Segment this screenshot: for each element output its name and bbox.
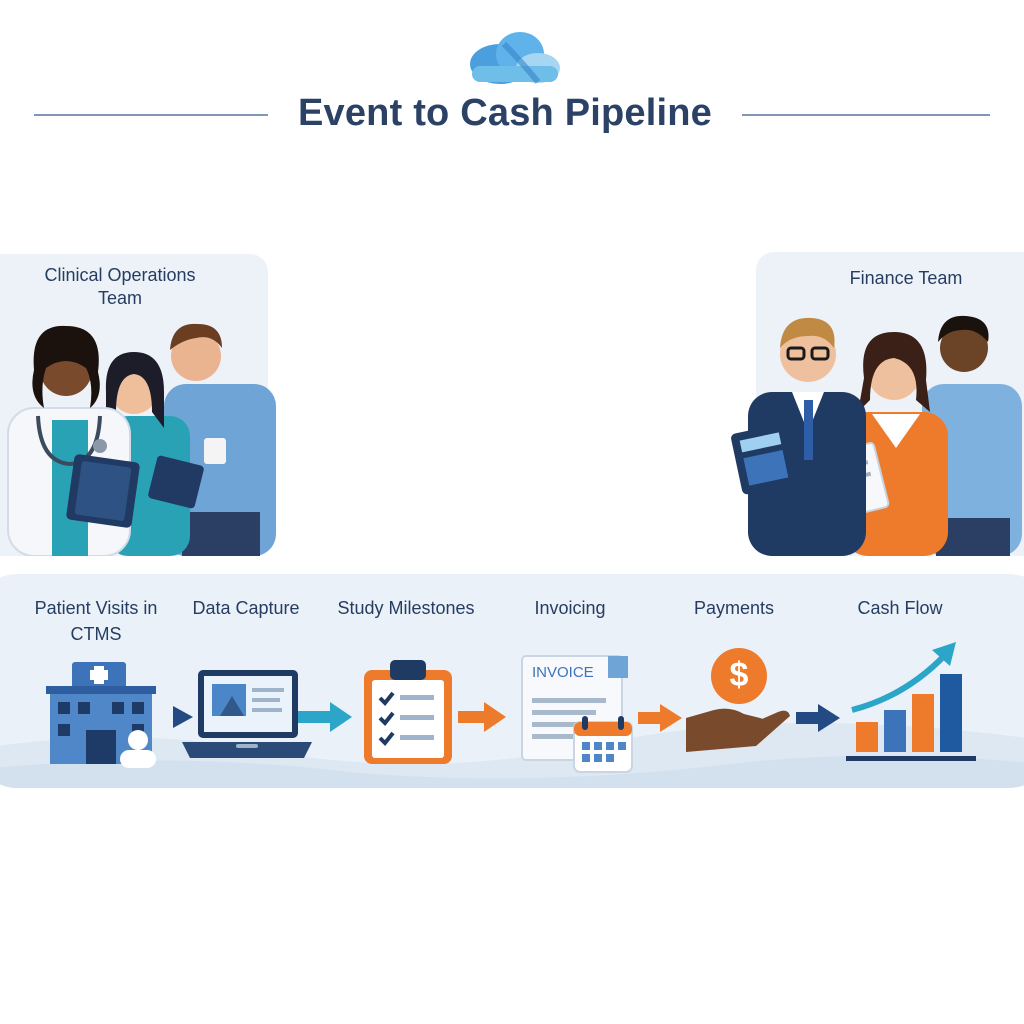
growth-chart-icon	[846, 642, 976, 761]
stage-label-payments: Payments	[693, 598, 775, 618]
flow-arrow-1	[173, 706, 193, 728]
title-rule-right	[742, 114, 990, 116]
finance-team-illustration	[731, 315, 1022, 556]
flow-arrow-2	[298, 702, 352, 732]
pipeline-band	[0, 574, 1024, 788]
stage-label-cash-flow: Cash Flow	[857, 598, 943, 618]
flow-arrow-3	[458, 702, 506, 732]
stage-label-invoicing: Invoicing	[534, 598, 606, 618]
clinical-team-illustration	[7, 323, 276, 556]
laptop-icon	[182, 670, 312, 758]
stage-label-data-capture: Data Capture	[192, 598, 300, 618]
clinical-team-label: Clinical Operations Team	[44, 265, 196, 308]
hospital-icon	[46, 662, 156, 768]
invoice-document-title: INVOICE	[532, 664, 594, 681]
stage-label-study-milestones: Study Milestones	[337, 598, 475, 618]
coin-dollar-sign: $	[729, 656, 749, 694]
hand-dollar-icon: $	[684, 648, 794, 754]
flow-arrow-4	[638, 704, 682, 732]
clipboard-checklist-icon	[364, 660, 452, 764]
finance-team-label: Finance Team	[849, 268, 963, 288]
title-rule-left	[34, 114, 268, 116]
stage-label-patient-visits: Patient Visits in CTMS	[34, 598, 158, 644]
page-title: Event to Cash Pipeline	[297, 92, 713, 134]
invoice-icon: INVOICE	[518, 654, 638, 776]
cloud-logo-icon	[470, 32, 560, 84]
flow-arrow-5	[796, 704, 840, 732]
